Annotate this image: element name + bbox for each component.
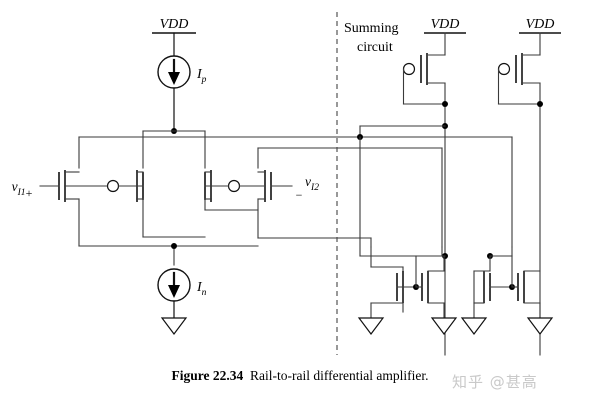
label-summing-line1: Summing [344, 21, 398, 36]
nmos-mirror-group-a [357, 246, 458, 335]
ground-symbol-b2 [526, 317, 554, 335]
vdd-main-group [152, 32, 196, 57]
label-input-right-sign: − [296, 188, 303, 202]
label-current-ip: Ip [196, 67, 207, 85]
vdd-sum-left-group [424, 32, 466, 56]
m2-gate-bubble-icon [106, 179, 120, 193]
node-dot-in-source [171, 243, 177, 249]
figure-number: Figure 22.34 [171, 368, 244, 383]
current-source-ip [157, 55, 191, 132]
transistor-m3-pmos [204, 170, 266, 211]
current-source-ip-arrow-head [168, 72, 180, 85]
transistor-sum-p1-pmos-diode [402, 53, 446, 356]
top-output-bus [78, 136, 513, 248]
m3-gate-bubble-icon [227, 179, 241, 193]
tail-bus-group [78, 236, 259, 266]
current-source-in [157, 268, 191, 335]
label-input-left: vI1+ [12, 179, 33, 200]
ground-symbol-main [160, 317, 188, 335]
label-summing-line2: circuit [357, 40, 393, 55]
nmos-mirror-group-b [460, 246, 554, 335]
label-current-in: In [196, 280, 207, 298]
ground-symbol-a2 [430, 317, 458, 335]
label-group: VDD VDD VDD Ip In vI1+ vI2 − Summing cir… [12, 17, 555, 298]
current-source-in-arrow-head [168, 285, 180, 298]
p1-gate-bubble-icon [402, 62, 416, 76]
figure-caption: Figure 22.34 Rail-to-rail differential a… [0, 368, 600, 384]
figure-caption-text: Rail-to-rail differential amplifier. [249, 368, 429, 383]
ground-symbol-b1 [460, 317, 488, 335]
label-vdd-sum-left: VDD [431, 17, 460, 32]
vdd-sum-right-group [519, 32, 561, 56]
transistor-m1-nmos [39, 170, 80, 247]
zhihu-watermark: 知乎 @甚高 [452, 373, 538, 391]
node-dot-p1-diode [442, 101, 448, 107]
label-vdd-main: VDD [160, 17, 189, 32]
label-vdd-sum-right: VDD [526, 17, 555, 32]
transistor-m2-pmos [64, 170, 144, 238]
p2-gate-bubble-icon [497, 62, 511, 76]
label-input-right: vI2 [305, 174, 319, 193]
second-output-bus [257, 147, 443, 248]
summing-input-bus-upper [359, 125, 446, 138]
ground-symbol-a1 [357, 317, 385, 335]
node-dot-p2-diode [537, 101, 543, 107]
transistor-m4-nmos [257, 170, 372, 248]
transistor-sum-p2-pmos-diode [497, 53, 541, 356]
